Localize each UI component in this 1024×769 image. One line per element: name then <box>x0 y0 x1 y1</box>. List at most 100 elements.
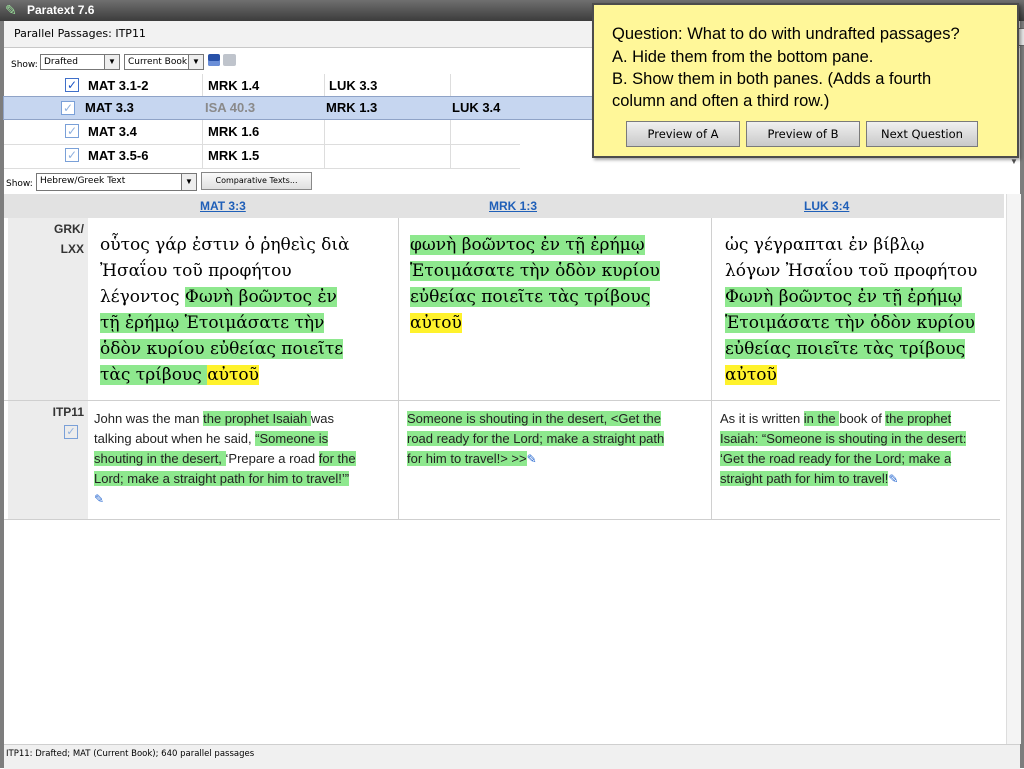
matched-text: “Someone is <box>255 431 329 446</box>
matched-text: Φωνὴ βοῶντος ἐν τῇ ἐρήμῳ <box>725 287 962 307</box>
column-divider <box>324 120 325 144</box>
text-line: φωνὴ βοῶντος ἐν τῇ ἐρήμῳ <box>410 232 706 258</box>
text-select[interactable]: Hebrew/Greek Text ▼ <box>36 173 197 191</box>
print-icon[interactable] <box>223 54 236 66</box>
matched-text: Ἑτοιμάσατε τὴν ὁδὸν κυρίου <box>725 313 975 333</box>
text-line: οὗτος γάρ ἐστιν ὁ ῥηθεὶς διὰ <box>100 232 392 258</box>
status-bar: ITP11: Drafted; MAT (Current Book); 640 … <box>4 744 1020 769</box>
window-title: Paratext 7.6 <box>27 3 95 17</box>
show-label: Show: <box>11 60 38 70</box>
question-callout: Question: What to do with undrafted pass… <box>592 3 1019 158</box>
text-line: ‘Get the road ready for the Lord; make a <box>720 449 1004 469</box>
row-label-lxx: LXX <box>60 242 84 256</box>
matched-text: Ἑτοιμάσατε τὴν ὁδὸν κυρίου <box>410 261 660 281</box>
passage-row[interactable]: ✓ MAT 3.5-6 MRK 1.5 <box>4 144 520 169</box>
next-question-button[interactable]: Next Question <box>866 121 978 147</box>
window-frame-right <box>1020 21 1024 768</box>
text-segment: ὡς γέγραπται ἐν βίβλῳ <box>725 235 925 255</box>
matched-text: Someone is shouting in the desert, <Get … <box>407 411 662 426</box>
matched-text: Lord; make a straight path for him to tr… <box>94 471 350 486</box>
checkbox-icon[interactable]: ✓ <box>64 425 78 439</box>
text-line: As it is written in the book of the prop… <box>720 409 1004 429</box>
column-link-mat[interactable]: MAT 3:3 <box>200 199 246 213</box>
column-divider <box>711 401 712 519</box>
preview-a-button[interactable]: Preview of A <box>626 121 740 147</box>
passage-cell: MAT 3.4 <box>88 124 137 139</box>
column-link-luk[interactable]: LUK 3:4 <box>804 199 850 213</box>
scope-select[interactable]: Current Book ▼ <box>124 54 204 70</box>
matched-text: ὁδὸν κυρίου εὐθείας ποιεῖτε <box>100 339 344 359</box>
matched-text: in the <box>803 411 840 426</box>
pencil-icon[interactable]: ✎ <box>526 452 537 467</box>
pencil-icon[interactable]: ✎ <box>94 492 105 507</box>
text-segment: λέγοντος <box>100 287 185 307</box>
vertical-scrollbar[interactable] <box>1006 194 1021 744</box>
chevron-down-icon[interactable]: ▼ <box>1010 157 1018 166</box>
row-label-grk: GRK/ <box>54 222 84 236</box>
text-line: εὐθείας ποιεῖτε τὰς τρίβους <box>410 284 706 310</box>
text-line: τῇ ἐρήμῳ Ἑτοιμάσατε τὴν <box>100 310 392 336</box>
text-segment: John was the man <box>94 411 204 426</box>
question-line: B. Show them in both panes. (Adds a four… <box>612 70 932 88</box>
matched-text: shouting in the desert, <box>94 451 226 466</box>
column-divider <box>711 218 712 400</box>
passage-cell: LUK 3.4 <box>452 100 501 115</box>
checkbox-icon[interactable]: ✓ <box>61 101 75 115</box>
matched-text: τὰς τρίβους <box>100 365 208 385</box>
checkbox-icon[interactable]: ✓ <box>65 78 79 92</box>
checkbox-icon[interactable]: ✓ <box>65 148 79 162</box>
pencil-icon[interactable]: ✎ <box>888 472 899 487</box>
passage-row[interactable]: ✓ MAT 3.4 MRK 1.6 <box>4 120 520 145</box>
passage-cell: MAT 3.5-6 <box>88 148 149 163</box>
text-line: ὁδὸν κυρίου εὐθείας ποιεῖτε <box>100 336 392 362</box>
text-line: αὐτοῦ <box>725 362 997 388</box>
text-segment: was <box>310 411 334 426</box>
passage-cell: MAT 3.1-2 <box>88 78 149 93</box>
matched-text: road ready for the Lord; make a straight… <box>407 431 665 446</box>
text-line: Ἠσαΐου τοῦ προφήτου <box>100 258 392 284</box>
status-filter-value: Drafted <box>44 57 78 67</box>
text-line: Ἑτοιμάσατε τὴν ὁδὸν κυρίου <box>725 310 997 336</box>
text-line: Ἑτοιμάσατε τὴν ὁδὸν κυρίου <box>410 258 706 284</box>
partial-match-text: αὐτοῦ <box>410 313 462 333</box>
matched-text: εὐθείας ποιεῖτε τὰς τρίβους <box>725 339 966 359</box>
column-divider <box>450 120 451 144</box>
text-line: εὐθείας ποιεῖτε τὰς τρίβους <box>725 336 997 362</box>
text-line: Someone is shouting in the desert, <Get … <box>407 409 707 429</box>
status-filter-select[interactable]: Drafted ▼ <box>40 54 120 70</box>
matched-text: for the <box>318 451 356 466</box>
dropdown-arrow-icon: ▼ <box>104 55 119 69</box>
preview-b-button[interactable]: Preview of B <box>746 121 860 147</box>
save-icon[interactable] <box>208 54 220 66</box>
column-link-mrk[interactable]: MRK 1:3 <box>489 199 538 213</box>
text-line: αὐτοῦ <box>410 310 706 336</box>
column-divider <box>202 120 203 144</box>
passage-cell: LUK 3.3 <box>329 78 378 93</box>
column-divider <box>202 74 203 98</box>
matched-text: Φωνὴ βοῶντος ἐν <box>184 287 337 307</box>
text-segment: book of <box>839 411 886 426</box>
row-label: GRK/ LXX <box>8 218 88 400</box>
text-segment: ‘Prepare a road <box>225 451 319 466</box>
checkbox-icon[interactable]: ✓ <box>65 124 79 138</box>
text-line: for him to travel!> >> ✎ <box>407 449 707 469</box>
partial-match-text: αὐτοῦ <box>207 365 259 385</box>
matched-text: for him to travel!> >> <box>407 451 527 466</box>
passage-cell: MRK 1.3 <box>326 100 378 115</box>
paratext-icon: ✎ <box>5 2 17 18</box>
dropdown-arrow-icon: ▼ <box>181 174 196 190</box>
question-line: Question: What to do with undrafted pass… <box>612 25 960 43</box>
text-line: Isaiah: “Someone is shouting in the dese… <box>720 429 1004 449</box>
itp-text-luk[interactable]: As it is written in the book of the prop… <box>720 409 1004 489</box>
matched-text: ‘Get the road ready for the Lord; make a <box>720 451 952 466</box>
text-toolbar: Show: Hebrew/Greek Text ▼ <box>4 170 1020 194</box>
show-label-2: Show: <box>6 179 33 189</box>
matched-text: the prophet <box>885 411 952 426</box>
text-line: shouting in the desert, ‘Prepare a road … <box>94 449 394 469</box>
column-divider <box>398 218 399 400</box>
itp-text-mrk[interactable]: Someone is shouting in the desert, <Get … <box>407 409 707 469</box>
partial-match-text: αὐτοῦ <box>725 365 777 385</box>
comparative-texts-button[interactable]: Comparative Texts... <box>201 172 312 190</box>
